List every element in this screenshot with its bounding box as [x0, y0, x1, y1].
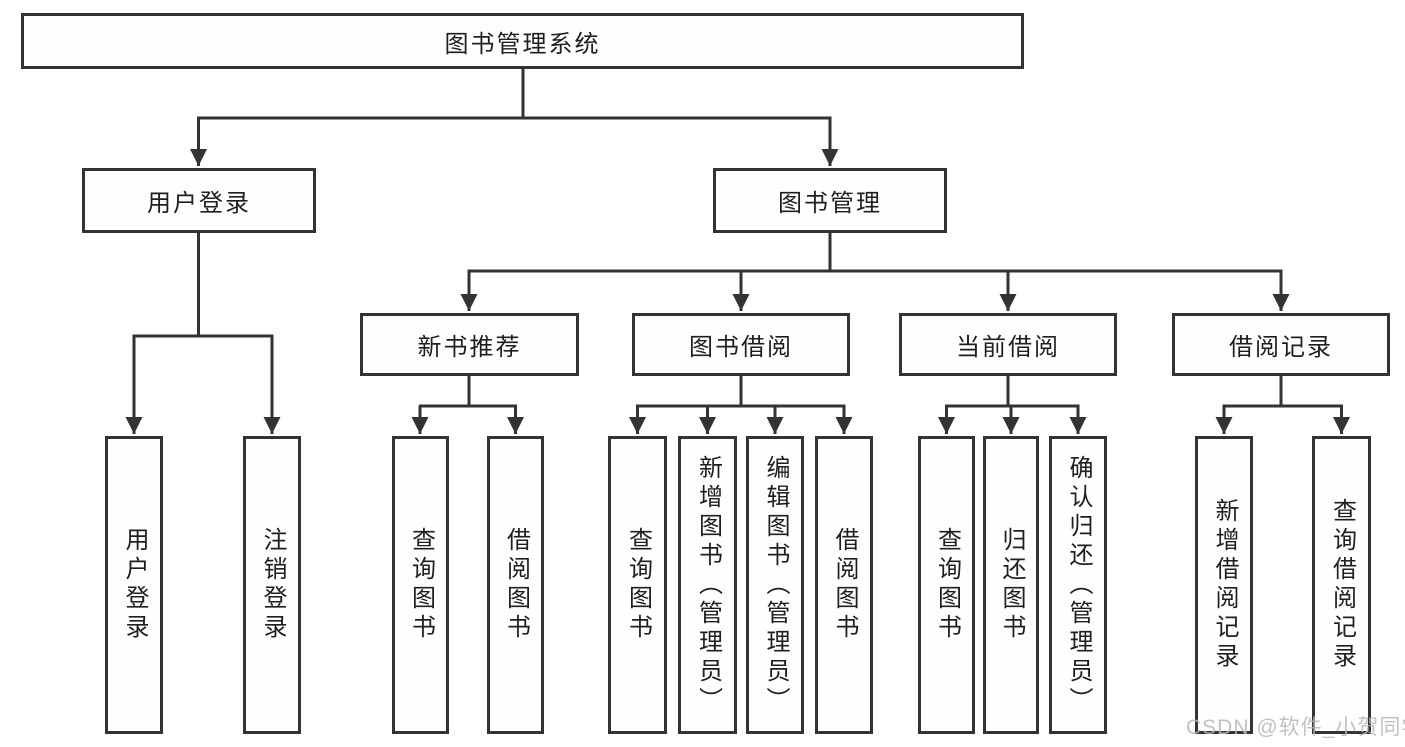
leaf-label: 确认归还（管理员）: [1065, 454, 1092, 716]
leaf-label: 借阅图书: [502, 527, 530, 643]
leaf-label: 查询图书: [407, 527, 435, 643]
leaf-label: 查询图书: [933, 527, 961, 643]
leaf-label: 用户登录: [121, 527, 148, 643]
leaf-label: 注销登录: [259, 527, 286, 643]
node-borrow-records: 借阅记录: [1172, 313, 1390, 376]
leaf-nb-query-books: 查询图书: [392, 436, 449, 734]
leaf-bb-edit-books-admin: 编辑图书（管理员）: [746, 436, 804, 734]
leaf-nb-borrow-books: 借阅图书: [487, 436, 544, 734]
leaf-cb-confirm-return-admin: 确认归还（管理员）: [1049, 436, 1107, 734]
leaf-logout: 注销登录: [243, 436, 301, 734]
leaf-bb-add-books-admin: 新增图书（管理员）: [678, 436, 737, 734]
leaf-bb-borrow-books: 借阅图书: [815, 436, 873, 734]
leaf-label: 借阅图书: [831, 527, 858, 643]
leaf-label: 查询借阅记录: [1328, 498, 1356, 672]
leaf-br-add-record: 新增借阅记录: [1195, 436, 1253, 734]
leaf-label: 新增借阅记录: [1211, 498, 1238, 672]
node-book-mgmt: 图书管理: [713, 168, 947, 233]
leaf-cb-return-books: 归还图书: [983, 436, 1039, 734]
leaf-label: 查询图书: [624, 527, 652, 643]
leaf-label: 编辑图书（管理员）: [762, 454, 789, 716]
leaf-label: 新增图书（管理员）: [694, 454, 722, 716]
node-root: 图书管理系统: [21, 13, 1024, 69]
node-new-books: 新书推荐: [360, 313, 579, 376]
leaf-bb-query-books: 查询图书: [608, 436, 667, 734]
node-current-borrow: 当前借阅: [899, 313, 1117, 376]
node-user-login: 用户登录: [82, 168, 316, 233]
leaf-label: 归还图书: [998, 527, 1025, 643]
node-book-borrow: 图书借阅: [632, 313, 850, 376]
leaf-cb-query-books: 查询图书: [918, 436, 975, 734]
csdn-watermark: CSDN @软件_小贺同学: [1186, 716, 1405, 739]
leaf-br-query-record: 查询借阅记录: [1312, 436, 1371, 734]
leaf-user-login: 用户登录: [105, 436, 163, 734]
